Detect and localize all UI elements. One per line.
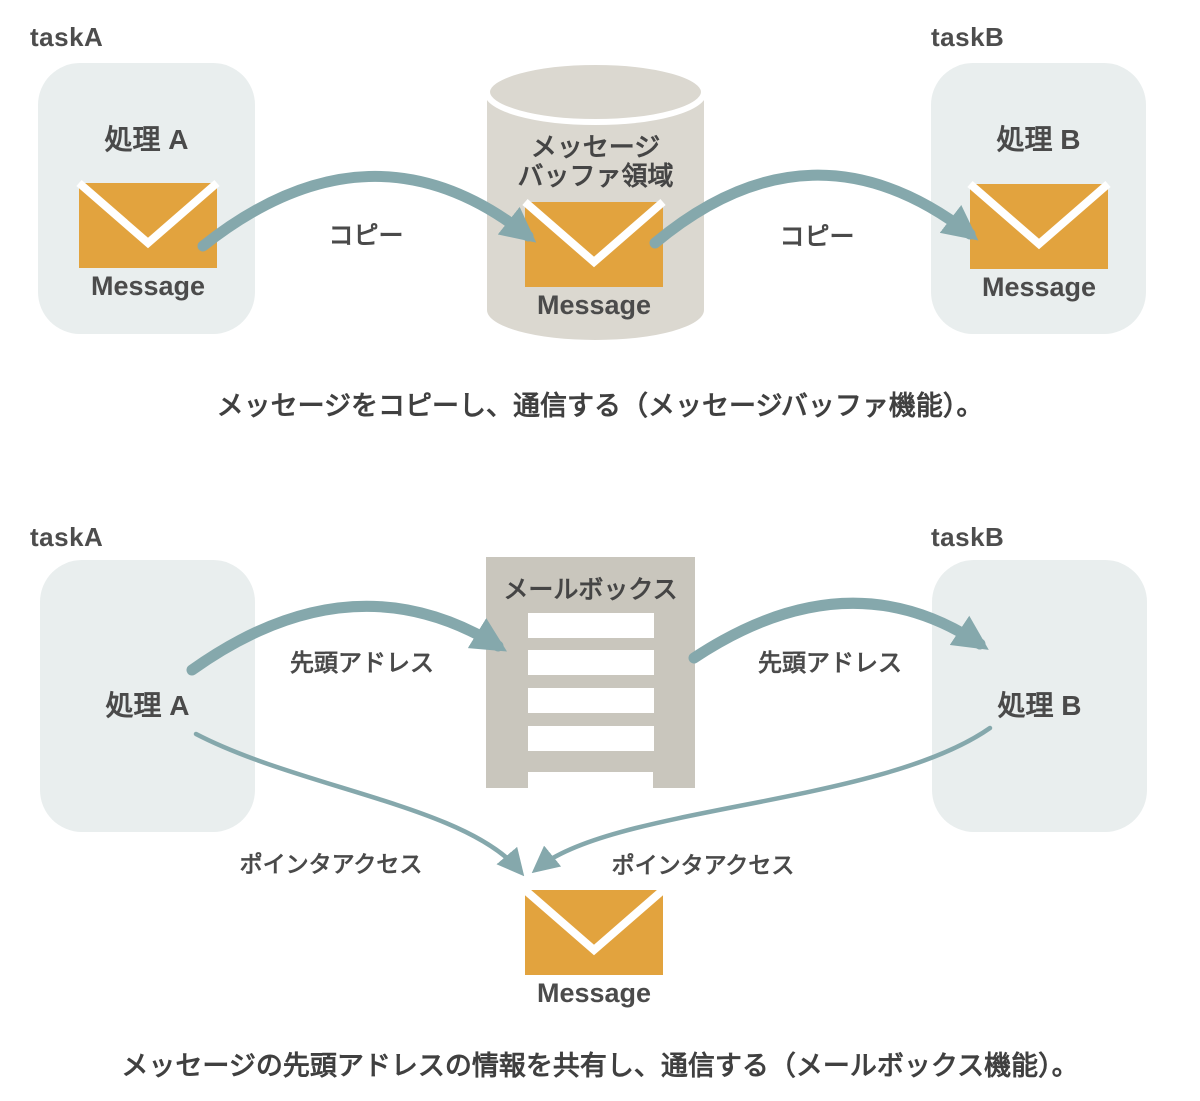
- envelope-icon: [967, 180, 1111, 269]
- mailbox-slot: [528, 613, 654, 638]
- mailbox-leg-right: [653, 772, 695, 788]
- message-label: Message: [536, 290, 652, 320]
- caption-mailbox: メッセージの先頭アドレスの情報を共有し、通信する（メールボックス機能）。: [121, 1051, 1079, 1081]
- head-address-label-right: 先頭アドレス: [758, 650, 902, 677]
- message-label: Message: [536, 978, 652, 1008]
- task-b-label-bottom: taskB: [931, 522, 1005, 552]
- task-a-label-bottom: taskA: [30, 522, 104, 552]
- message-label: Message: [90, 271, 206, 301]
- mailbox: メールボックス: [486, 557, 695, 788]
- caption-message-buffer: メッセージをコピーし、通信する（メッセージバッファ機能）。: [216, 391, 984, 421]
- process-a-label-bottom: 処理 A: [105, 690, 190, 721]
- copy-label-right: コピー: [779, 223, 855, 251]
- copy-label-left: コピー: [328, 222, 404, 250]
- message-label: Message: [981, 272, 1097, 302]
- process-b-label-bottom: 処理 B: [997, 690, 1082, 721]
- envelope-icon: [522, 886, 666, 975]
- buffer-title: メッセージ バッファ領域: [487, 133, 704, 190]
- buffer-title-line2: バッファ領域: [517, 160, 674, 191]
- pointer-access-label-right: ポインタアクセス: [611, 852, 795, 878]
- mailbox-leg-left: [486, 772, 528, 788]
- envelope-icon: [522, 198, 666, 287]
- mailbox-slot: [528, 688, 654, 713]
- message-envelope-shared: Message: [522, 886, 666, 1009]
- task-a-label-top: taskA: [30, 22, 104, 52]
- mailbox-title: メールボックス: [503, 576, 678, 604]
- message-envelope-task-a: Message: [76, 179, 220, 302]
- pointer-access-label-left: ポインタアクセス: [239, 851, 423, 877]
- message-envelope-task-b: Message: [967, 180, 1111, 303]
- task-b-label-top: taskB: [931, 22, 1005, 52]
- head-address-label-left: 先頭アドレス: [290, 650, 434, 677]
- process-a-label-top: 処理 A: [104, 124, 189, 155]
- process-b-label-top: 処理 B: [996, 124, 1081, 155]
- mailbox-slot: [528, 726, 654, 751]
- mailbox-slot: [528, 650, 654, 675]
- message-envelope-buffer: Message: [522, 198, 666, 321]
- envelope-icon: [76, 179, 220, 268]
- buffer-title-line1: メッセージ: [530, 132, 661, 162]
